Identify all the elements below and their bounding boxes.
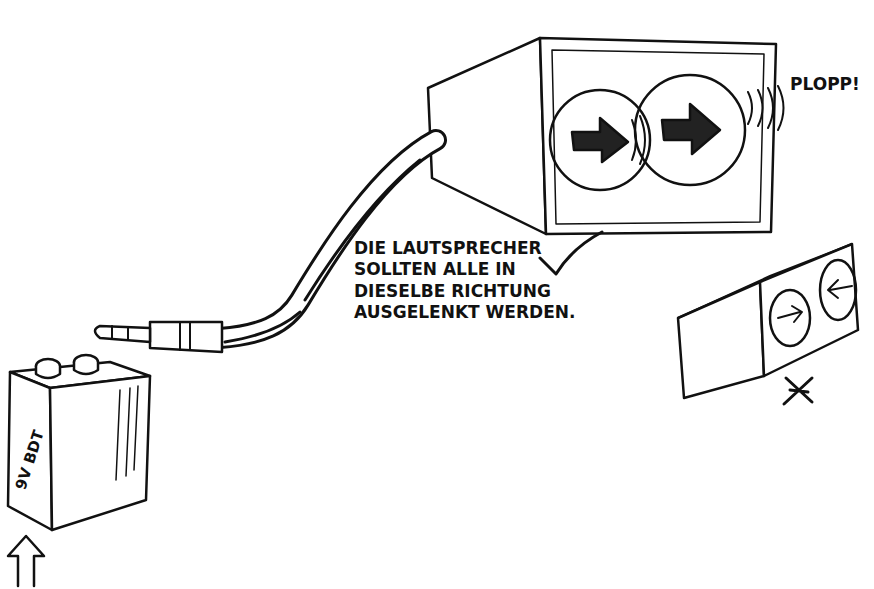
speaker-driver — [550, 90, 650, 190]
jack-plug-ring — [112, 326, 128, 340]
battery-front — [8, 372, 52, 530]
jack-plug-tip — [95, 326, 150, 342]
direction-arrow — [662, 104, 720, 154]
battery-side — [50, 376, 150, 530]
speaker-driver — [635, 75, 745, 185]
jack-plug-body — [150, 322, 222, 352]
direction-arrow — [572, 118, 628, 162]
direction-arrow — [778, 306, 802, 322]
speaker-cabinet-front — [760, 244, 858, 376]
battery-terminal — [74, 362, 98, 374]
note-text: DIE LAUTSPRECHER SOLLTEN ALLE IN DIESELB… — [354, 238, 604, 323]
sound-wave — [632, 116, 645, 164]
battery-hatch — [116, 386, 138, 480]
direction-arrow — [828, 280, 852, 298]
speaker-cabinet-inner — [552, 50, 764, 224]
battery-label: 9V BDT — [12, 428, 48, 492]
battery-label-box: 9V BDT — [10, 400, 50, 520]
battery-terminal — [36, 366, 60, 378]
speaker-cabinet-front — [540, 38, 776, 234]
jack-plug-band — [180, 322, 190, 350]
speaker-driver — [770, 290, 810, 346]
sound-wave — [748, 86, 784, 130]
push-arrow — [8, 536, 44, 586]
sound-label: PLOPP! — [790, 74, 870, 95]
x-mark — [784, 378, 812, 404]
speaker-cabinet-top — [678, 244, 852, 318]
check-mark — [540, 232, 602, 274]
speaker-driver — [820, 260, 856, 320]
